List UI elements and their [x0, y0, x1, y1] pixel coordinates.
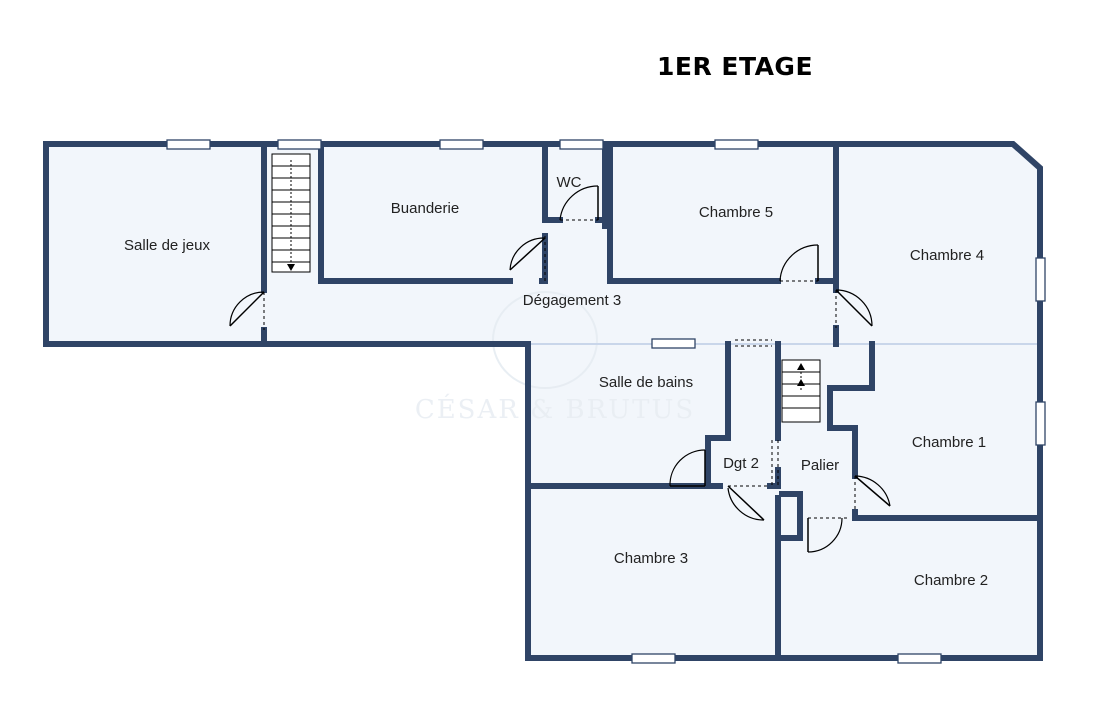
wall-chambre-1	[827, 341, 1043, 521]
watermark-text: CÉSAR & BRUTUS	[415, 393, 695, 425]
room-label-degagement-3: Dégagement 3	[523, 292, 621, 309]
wall-chambre-5	[607, 141, 839, 347]
window	[1035, 401, 1046, 446]
door-buanderie	[509, 236, 546, 281]
room-label-buanderie: Buanderie	[391, 200, 459, 217]
room-label-salle-de-jeux: Salle de jeux	[124, 237, 210, 254]
window	[651, 338, 696, 349]
room-label-palier: Palier	[801, 457, 839, 474]
door-chambre-4	[835, 289, 873, 328]
watermark: CÉSAR & BRUTUS	[415, 291, 695, 425]
window	[439, 139, 484, 150]
exterior-wall	[43, 141, 1043, 661]
floor-title: 1ER ETAGE	[656, 52, 814, 81]
door-salle-de-bains	[669, 449, 706, 487]
room-label-wc: WC	[557, 174, 582, 191]
room-label-chambre-5: Chambre 5	[699, 204, 773, 221]
room-label-chambre-2: Chambre 2	[914, 572, 988, 589]
openings	[735, 339, 779, 486]
window	[1035, 257, 1046, 302]
door-salle-de-jeux	[229, 291, 265, 330]
walls	[43, 141, 1043, 661]
room-label-salle-de-bains: Salle de bains	[599, 374, 693, 391]
door-chambre-1	[854, 475, 891, 512]
window	[166, 139, 211, 150]
window	[277, 139, 322, 150]
window	[897, 653, 942, 664]
room-label-chambre-1: Chambre 1	[912, 434, 986, 451]
window	[631, 653, 676, 664]
stairs-palier	[781, 359, 821, 423]
door-chambre-3	[727, 485, 770, 521]
door-wc	[559, 185, 599, 221]
room-label-dgt-2: Dgt 2	[723, 455, 759, 472]
room-labels: Salle de jeux Buanderie WC Chambre 5 Cha…	[124, 174, 988, 589]
wall-placard	[779, 491, 803, 541]
room-label-chambre-4: Chambre 4	[910, 247, 984, 264]
window	[714, 139, 759, 150]
door-chambre-5	[779, 244, 819, 282]
doors	[229, 185, 891, 553]
windows	[166, 139, 1046, 664]
room-label-chambre-3: Chambre 3	[614, 550, 688, 567]
stairs-main	[271, 153, 311, 273]
door-placard	[807, 517, 850, 553]
window	[559, 139, 604, 150]
